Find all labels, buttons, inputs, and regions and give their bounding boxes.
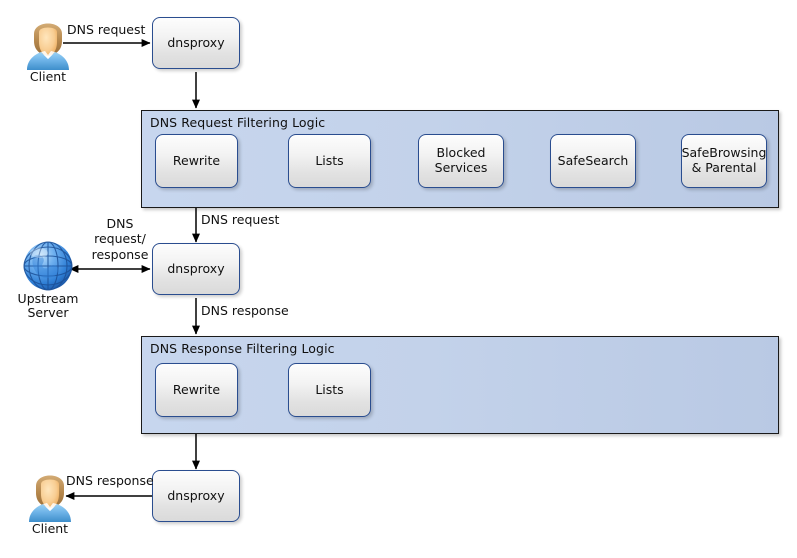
client-actor-label: Client [29, 69, 67, 84]
dns-response-filtering-title: DNS Response Filtering Logic [150, 341, 335, 356]
stage-lists-response[interactable]: Lists [288, 363, 371, 417]
upstream-server-label: Upstream Server [17, 291, 79, 321]
dns-request-filtering-title: DNS Request Filtering Logic [150, 115, 326, 130]
client-actor-bottom: Client [16, 466, 84, 538]
client-actor-top: Client [14, 14, 82, 86]
dnsproxy-node-3[interactable]: dnsproxy [152, 470, 240, 522]
edge-label-proxy3-to-client: DNS response [66, 473, 154, 488]
dnsproxy-node-1[interactable]: dnsproxy [152, 17, 240, 69]
edge-label-client-to-proxy1: DNS request [67, 22, 146, 37]
person-icon [29, 475, 71, 522]
stage-safesearch[interactable]: SafeSearch [550, 134, 636, 188]
stage-blocked-services[interactable]: Blocked Services [418, 134, 504, 188]
globe-icon [23, 241, 73, 291]
dnsproxy-node-2[interactable]: dnsproxy [152, 243, 240, 295]
stage-lists-request[interactable]: Lists [288, 134, 371, 188]
stage-safebrowsing-parental[interactable]: SafeBrowsing & Parental [681, 134, 767, 188]
edge-label-upstream: DNS request/ response [91, 216, 149, 262]
upstream-server-actor: Upstream Server [16, 240, 80, 320]
edge-label-proxy2-to-response-phase: DNS response [201, 303, 289, 318]
stage-rewrite-response[interactable]: Rewrite [155, 363, 238, 417]
dns-response-filtering-container: DNS Response Filtering Logic [141, 336, 779, 434]
stage-rewrite-request[interactable]: Rewrite [155, 134, 238, 188]
edge-label-request-phase-to-proxy2: DNS request [201, 212, 280, 227]
client-actor-label: Client [31, 521, 69, 536]
person-icon [27, 23, 69, 70]
